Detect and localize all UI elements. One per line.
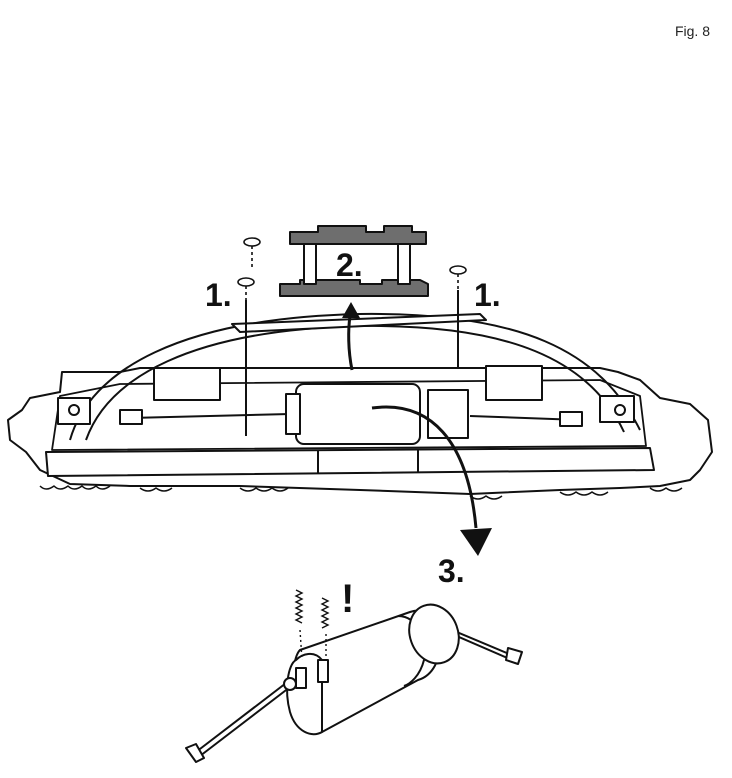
motor-shaft-right: [451, 629, 515, 657]
flywheel-left: [153, 367, 221, 401]
motor-shaft-long-2: [199, 683, 295, 757]
motor-shaft-long: [195, 679, 291, 753]
motor-shaft-right-2: [451, 633, 513, 661]
motor-body-installed: [295, 383, 421, 445]
step-label-retainer: 2.: [336, 247, 363, 283]
shaft-end-right: [505, 647, 523, 665]
retainer-leg-left: [303, 243, 317, 285]
retainer-leg-right: [397, 243, 411, 285]
brush-spring-left: [294, 589, 304, 661]
brush-spring-right: [320, 597, 330, 656]
center-plate: [231, 313, 487, 333]
end-mount-left: [57, 397, 91, 425]
flywheel-right: [485, 365, 543, 401]
screw-left-lower: [237, 277, 255, 300]
shaft-left: [129, 413, 291, 419]
figure-number: Fig. 8: [675, 23, 710, 39]
removed-motor: [185, 603, 523, 763]
step-label-motor: 3.: [438, 553, 465, 589]
motor-front-face: [286, 653, 323, 736]
step-label-screw-left: 1.: [205, 277, 232, 313]
end-screw-left: [68, 404, 80, 416]
brush-holder-right: [317, 659, 329, 683]
arrow-lift-retainer: [342, 302, 360, 371]
retainer-top-bar: [289, 225, 427, 245]
caution-mark: !: [341, 577, 354, 621]
locomotive-chassis: [7, 290, 713, 500]
chassis-rim-detail: [39, 485, 683, 500]
motor-end-bell: [408, 603, 460, 665]
motor-endcap-left: [285, 393, 301, 435]
screw-right: [449, 265, 467, 292]
step-label-screw-right: 1.: [474, 277, 501, 313]
motor-hub: [283, 677, 297, 691]
brush-holder-left: [295, 667, 307, 689]
motor-endcap-right: [427, 389, 469, 439]
arch-bar-outer: [69, 312, 641, 441]
motor-retainer: [279, 225, 429, 297]
shaft-end-left: [185, 743, 205, 763]
arrow-remove-motor: [371, 405, 492, 556]
coupler-right: [559, 411, 583, 427]
end-mount-right: [599, 395, 635, 423]
end-screw-right: [614, 404, 626, 416]
screw-left-upper: [243, 237, 261, 270]
chassis-front-bar: [45, 447, 655, 477]
coupler-left: [119, 409, 143, 425]
